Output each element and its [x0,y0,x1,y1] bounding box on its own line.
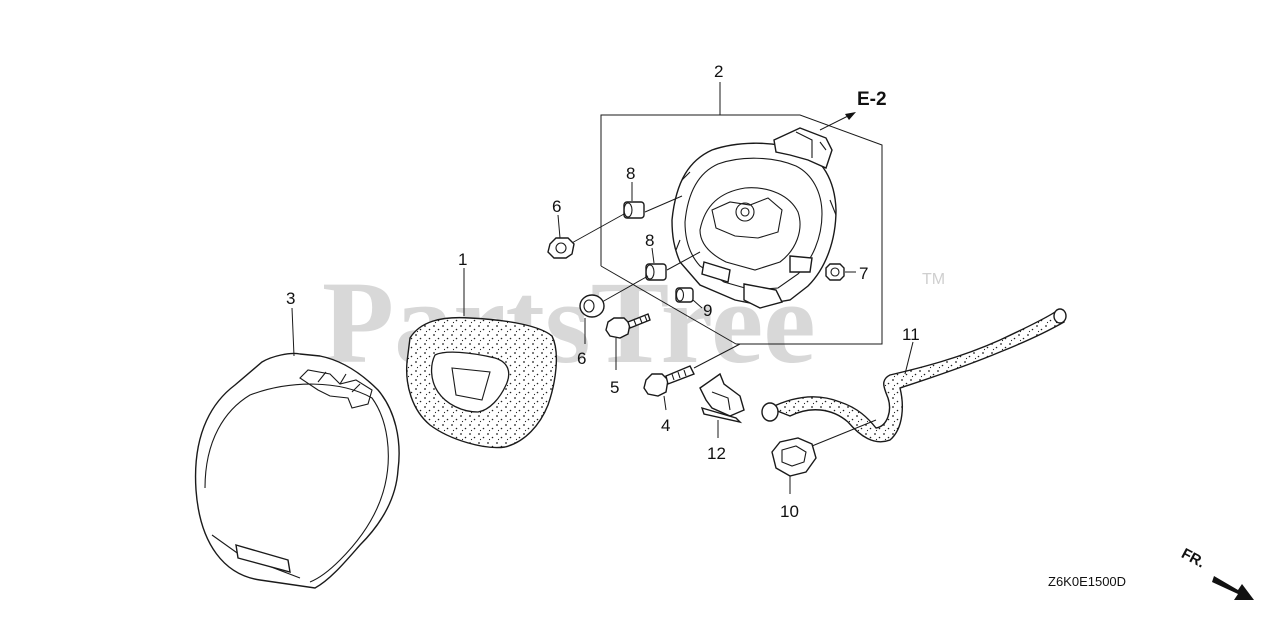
reference-e2: E-2 [857,89,887,110]
diagram-code: Z6K0E1500D [1048,574,1126,589]
watermark-trademark: TM [922,271,945,288]
air-cleaner-cover-part [194,352,400,589]
front-direction-icon: FR. [1178,545,1254,600]
callout-10: 10 [780,502,799,521]
callout-5: 5 [610,378,619,397]
callout-4: 4 [661,416,670,435]
air-cleaner-element-part [405,316,557,449]
nut-7-part [825,263,845,281]
grommet-6-lower-part [579,275,649,318]
collar-9-part [675,287,694,303]
callout-1: 1 [458,250,467,269]
callout-2: 2 [714,62,723,81]
callout-7: 7 [859,264,868,283]
callout-11: 11 [902,325,920,344]
callout-8-upper: 8 [626,164,635,183]
bolt-4-part [643,343,741,397]
callout-3: 3 [286,289,295,308]
callout-8-lower: 8 [645,231,654,250]
callout-6-upper: 6 [552,197,561,216]
callout-9: 9 [703,301,712,320]
bolt-5-part [605,313,651,339]
callout-12: 12 [707,444,726,463]
collar-8-lower-part [645,251,701,281]
nut-6-upper-part [547,213,625,259]
breather-tube-11-part [761,308,1067,443]
clip-12-part [699,372,745,424]
air-cleaner-case-part [671,127,837,309]
front-indicator-label: FR. [1178,545,1207,571]
collar-8-upper-part [623,195,683,219]
callout-6-lower: 6 [577,349,586,368]
tube-clip-10-part [771,419,877,477]
